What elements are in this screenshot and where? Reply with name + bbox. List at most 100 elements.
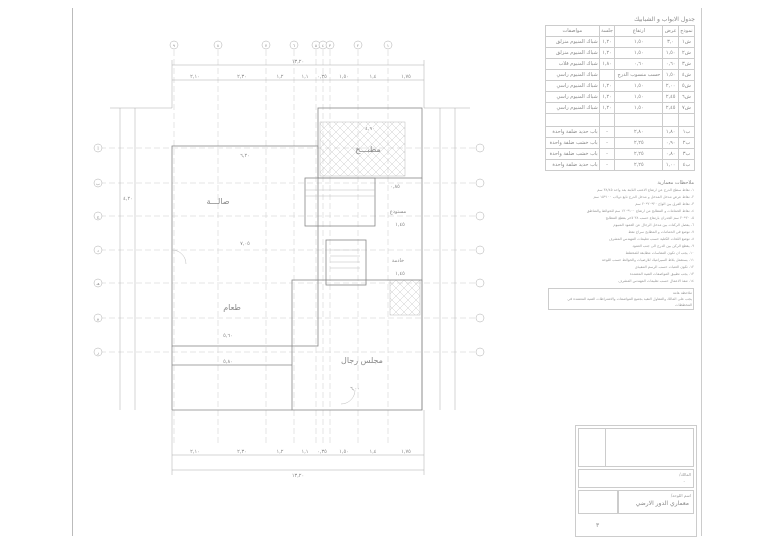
schedule-cell: ١,٢٠ [598, 36, 616, 48]
wc-tiles [389, 279, 421, 316]
schedule-cell: ب٣ [677, 148, 696, 160]
important-note-title: ملاحظة هامة [672, 291, 692, 295]
dimension-text: ٠,٣٥ [317, 449, 327, 455]
grid-label: ٢ [357, 43, 359, 48]
schedule-cell: ١,٢٠ [598, 47, 616, 59]
schedule-header: نموذج [677, 25, 696, 37]
grid-label: ٣ [329, 43, 332, 48]
dimension-text: ٤,٩٠ [365, 126, 375, 132]
schedule-header: جلسة [598, 25, 616, 37]
schedule-cell: - [598, 137, 616, 149]
room-label-maid: خادمة [392, 258, 404, 264]
schedule-cell: شباك المنيوم راسي [545, 102, 600, 114]
schedule-cell: باب حديد ضلفة واحدة [545, 159, 600, 171]
schedule-cell: باب خشب ضلفة واحدة [545, 137, 600, 149]
schedule-cell: ١,٥٠ [662, 69, 679, 81]
grid-label: هـ [95, 281, 99, 286]
dimension-text: ٠,٣٥ [317, 74, 327, 80]
grid-axes [100, 50, 478, 445]
note-item: ٤- نقاط الحمامات و المطابخ من ارتفاع ١٠٠… [586, 209, 694, 213]
note-item: ٣- نقاط الفرق بين الواح ٢٠*٢٠*٢٠ سم [635, 202, 694, 206]
schedule-cell: ٢,٠٠ [662, 80, 679, 92]
schedule-header: مواصفات [545, 25, 600, 37]
schedule-cell: شباك المنيوم راسي [545, 91, 600, 103]
grid-label: ٧ [265, 43, 268, 48]
logo-cell [578, 428, 694, 467]
schedule-cell: ش١ [677, 36, 696, 48]
schedule-cell: ب١ [677, 126, 696, 138]
grid-label: ٩ [173, 43, 175, 48]
schedule-cell: ش٣ [677, 58, 696, 70]
schedule-cell: ١,٥٠ [614, 47, 664, 59]
schedule-cell: شباك المنيوم قلاب [545, 58, 600, 70]
note-item: ١١- يستعمل بلاط السيراميك للارضيات والحو… [601, 258, 694, 262]
note-item: ٧- توضع في الحمامات و المطابخ سراج نقط [628, 230, 694, 234]
dimension-text: ٦,٢٠ [240, 153, 250, 159]
schedule-cell: ١,٥٠ [614, 80, 664, 92]
note-item: ١٢- تكون العتبات حسب الرسم التنفيذي [634, 265, 694, 269]
schedule-cell: ١,٥٠ [614, 36, 664, 48]
room-labels: صالـــة طعام مجلس رجال مطبـــخ مستودع خا… [207, 145, 407, 365]
schedule-cell: ١,٢٠ [598, 102, 616, 114]
grid-label: ب [96, 181, 100, 186]
grid-label: ٥ [315, 43, 317, 48]
note-item: ٢- نقاط عرض مدخل المدخل و مدخل الدرج ناب… [593, 195, 694, 199]
note-item: ٦- يفصل الركنات بين مدخل الرجال عن العمو… [613, 223, 694, 227]
dimension-text: ١,٥٠ [339, 449, 349, 455]
schedule-cell: ش٧ [677, 102, 696, 114]
room-label-store: مستودع [390, 209, 407, 215]
schedule-cell: ٢,٤٥ [662, 91, 679, 103]
room-label-dining: طعام [223, 303, 241, 312]
schedule-cell: ٠,٦٠ [662, 58, 679, 70]
note-item: ١٤- تنفذ الاعمال حسب تعليمات المهندس الم… [618, 279, 694, 283]
grid-label: د [97, 248, 99, 253]
dimension-text: ١,٧٥ [401, 74, 411, 80]
schedule-cell: - [598, 126, 616, 138]
schedule-cell: ش٥ [677, 80, 696, 92]
dimension-text: ١٣,٢٠ [292, 473, 304, 479]
schedule-cell: ب٤ [677, 159, 696, 171]
schedule-cell: ٢,٤٥ [662, 102, 679, 114]
dimension-text: ١,٢ [277, 74, 284, 80]
schedule-cell: ش٢ [677, 47, 696, 59]
note-item: ١٣- يجب تطبيق المواصفات الفنية المعتمدة [629, 272, 694, 276]
dimension-texts: ١٣,٢٠ ٢,١٠ ٢,٣٠ ١,٢ ١,١ ٠,٣٥ ١,٥٠ ١,٤ ١,… [123, 59, 411, 479]
note-item: ٨- توضع اللحات الكتلية حسب تعليمات المهن… [608, 237, 694, 241]
schedule-cell: باب حديد ضلفة واحدة [545, 126, 600, 138]
dimension-text: ٤,٢٠ [123, 196, 133, 202]
schedule-header-row: نموذج عرض ارتفاع جلسة مواصفات [545, 25, 696, 37]
dimension-text: ٢,٣٠ [237, 74, 247, 80]
grid-bubbles [93, 40, 485, 357]
dimension-text: ١,١ [302, 449, 309, 455]
grid-label: و [96, 316, 99, 321]
important-note-box: ملاحظة هامة يجب على المالك والمقاول التق… [548, 288, 694, 310]
dimension-text: ١,٤ [370, 74, 377, 80]
schedule-cell: - [598, 159, 616, 171]
owner-cell: المالك/ - [578, 469, 694, 488]
schedule-cell: شباك المنيوم راسي [545, 69, 600, 81]
grid-label: ٦ [293, 43, 295, 48]
schedule-cell [598, 69, 616, 81]
room-label-kitchen: مطبـــخ [355, 145, 380, 154]
dimension-text: ١,٤٥ [395, 271, 405, 277]
kitchen-tiles [319, 121, 406, 177]
schedule-cell: ١,٨٠ [662, 126, 679, 138]
sheet-name-label: اسم اللوحة/ [670, 493, 691, 498]
owner-label: المالك/ [679, 472, 691, 477]
architectural-notes: ملاحظات معمارية ١- نقاط سطح الدرج عن ارت… [548, 180, 694, 310]
grid-label: ج [97, 214, 100, 219]
schedule-cell: ١,٨٠ [598, 58, 616, 70]
notes-title: ملاحظات معمارية [657, 180, 694, 186]
title-block: المالك/ - اسم اللوحة/ معماري الدور الارض… [575, 425, 697, 537]
schedule-cell: ١,٢٠ [598, 91, 616, 103]
dimension-text: ١,٥٠ [339, 74, 349, 80]
floor-plan: ٩ ٨ ٧ ٦ ٥ ٤ ٣ ٢ ١ أ ب ج د هـ و ز [93, 40, 485, 479]
grid-label: أ [97, 146, 98, 151]
schedule-header: ارتفاع [614, 25, 664, 37]
